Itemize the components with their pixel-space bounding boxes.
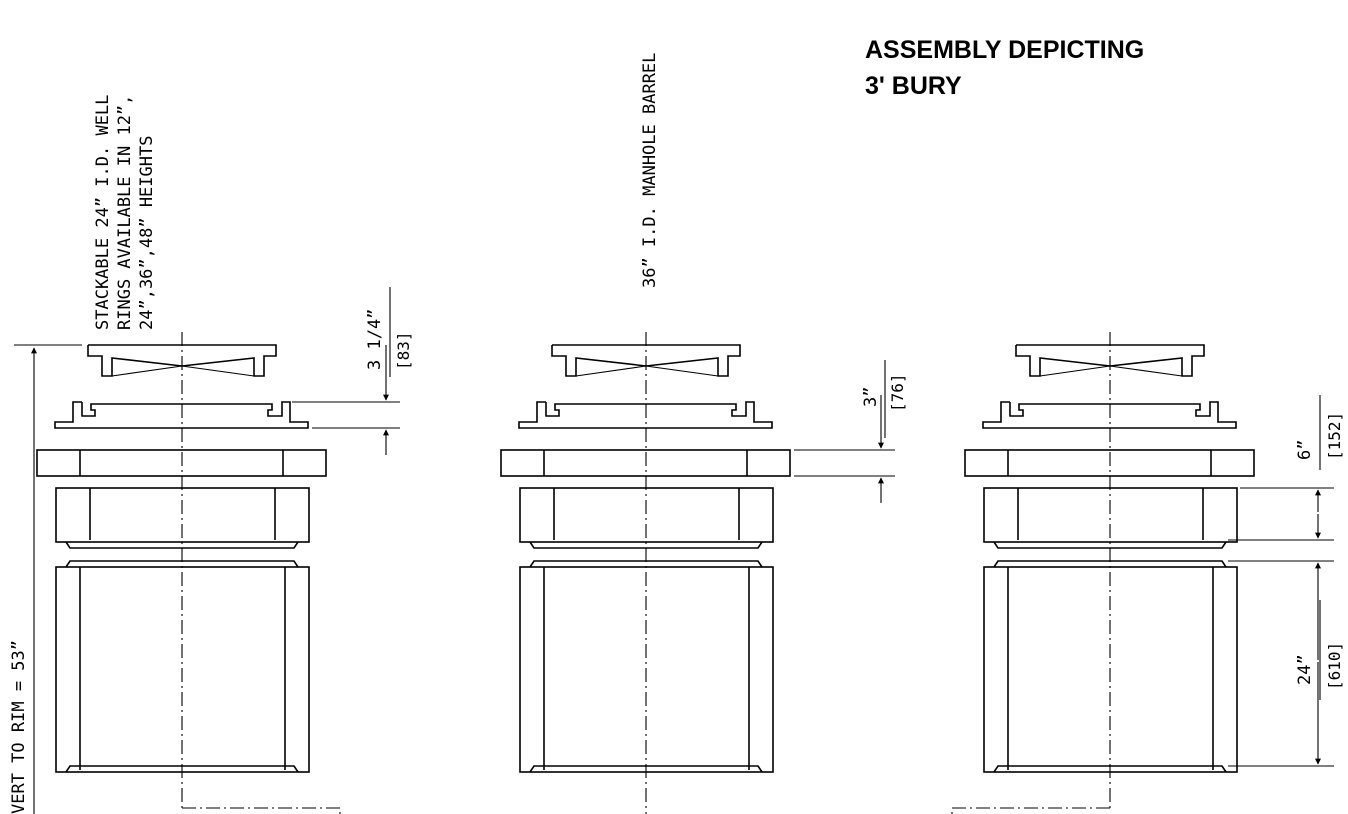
dimension-2-metric: [76] (888, 373, 907, 412)
dimension-barrel-height: 24” [610] (1228, 560, 1344, 767)
dimension-1-metric: [83] (394, 331, 413, 370)
dimension-riser-height: 6” [152] (1228, 395, 1344, 541)
well-rings-note-line-2: RINGS AVAILABLE IN 12”, (115, 95, 135, 330)
dimension-3-metric: [152] (1325, 412, 1344, 460)
dimension-frame-height: 3 1/4” [83] (292, 287, 413, 455)
manhole-barrel-note: 36” I.D. MANHOLE BARREL (640, 53, 660, 288)
assembly-right (951, 332, 1255, 814)
dimension-2-imperial: 3” (861, 387, 881, 407)
invert-to-rim-dimension: VERT TO RIM = 53” (9, 344, 82, 814)
title-line-1: ASSEMBLY DEPICTING (865, 36, 1144, 64)
dimension-4-imperial: 24” (1295, 654, 1315, 685)
dimension-1-imperial: 3 1/4” (365, 309, 385, 370)
invert-to-rim-label: VERT TO RIM = 53” (9, 640, 29, 814)
assembly-center (500, 332, 791, 814)
assembly-left (36, 332, 341, 814)
dimension-3-imperial: 6” (1295, 440, 1315, 460)
well-rings-note: STACKABLE 24” I.D. WELL RINGS AVAILABLE … (93, 95, 157, 330)
well-rings-note-line-3: 24”,36”,48” HEIGHTS (137, 136, 157, 330)
well-rings-note-line-1: STACKABLE 24” I.D. WELL (93, 95, 113, 330)
dimension-ring-height: 3” [76] (794, 360, 907, 503)
dimension-4-metric: [610] (1325, 642, 1344, 690)
title-line-2: 3' BURY (865, 72, 962, 100)
